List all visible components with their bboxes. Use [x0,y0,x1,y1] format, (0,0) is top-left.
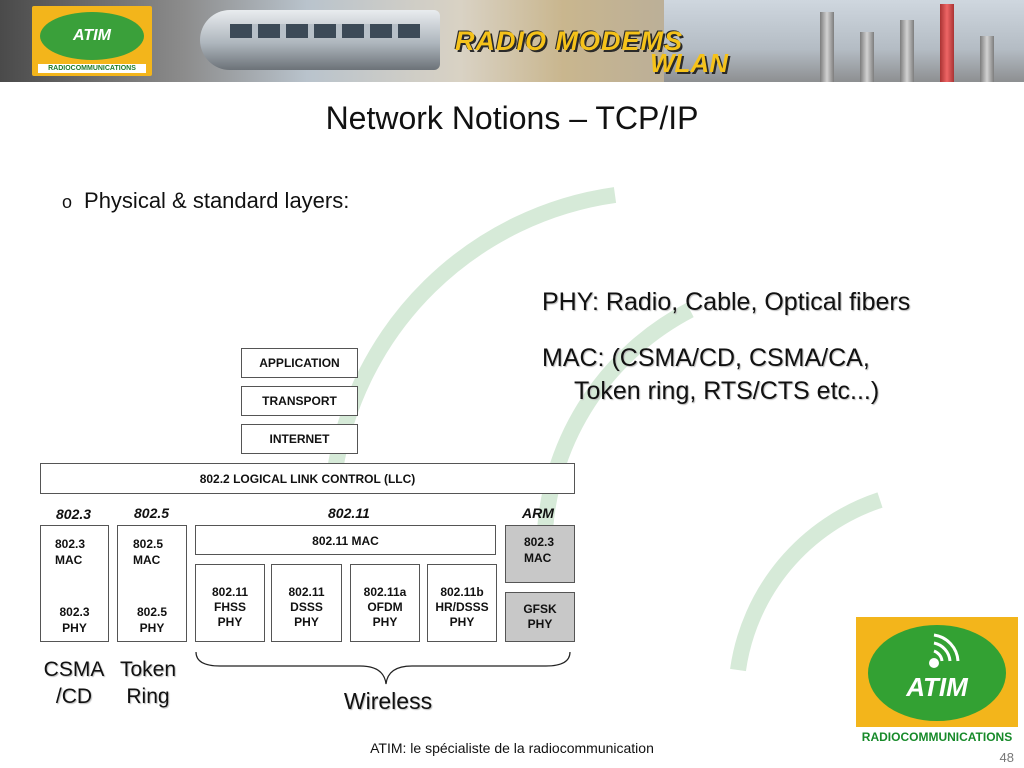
phy-hrdsss-line1: 802.11b [440,584,484,599]
phy-dsss-line2: DSSS [290,599,323,614]
arm-mac-box: 802.3 MAC [505,525,575,583]
col-8023-mac-line2: MAC [55,553,83,567]
column-label-8023: 802.3 [56,506,92,522]
radio-waves-icon [929,633,960,668]
mac-line-2: Token ring, RTS/CTS etc...) [574,377,880,405]
phy-hrdsss-line2: HR/DSSS [435,599,489,614]
bullet-item: o Physical & standard layers: [62,188,349,214]
page-number: 48 [999,750,1014,765]
col-8025-mac-line2: MAC [133,553,161,567]
label-csma-cd: CSMA /CD [36,656,112,710]
phy-ofdm-line1: 802.11a [363,584,407,599]
phy-80211-fhss: 802.11 FHSS PHY [195,564,265,642]
arm-phy-line1: GFSK [523,602,557,616]
label-token-line1: Token [119,658,177,681]
banner-chimney [940,4,954,82]
label-token-ring: Token Ring [114,656,182,710]
label-csma-line2: /CD [55,685,93,708]
phy-ofdm-line2: OFDM [367,599,403,614]
banner-industrial-sky [664,0,1024,82]
phy-80211a-ofdm: 802.11a OFDM PHY [350,564,420,642]
arm-mac: 802.3 MAC [524,534,554,566]
column-label-arm: ARM [522,505,554,521]
wireless-mac-box: 802.11 MAC [195,525,496,555]
banner-tower [900,20,914,82]
col-8025-mac: 802.5 MAC [133,536,163,568]
banner-title-wlan: WLAN [650,48,728,78]
phy-fhss-line3: PHY [217,614,243,629]
atim-logo-subtitle: RADIOCOMMUNICATIONS [856,727,1018,747]
arm-phy-line2: PHY [527,617,553,631]
banner-logo-text: ATIM [40,12,144,60]
bullet-text: Physical & standard layers: [84,188,350,213]
layer-internet: INTERNET [241,424,358,454]
col-8025-mac-line1: 802.5 [133,537,164,551]
banner-logo: ATIM RADIOCOMMUNICATIONS [32,6,152,76]
layer-application: APPLICATION [241,348,358,378]
footer-text: ATIM: le spécialiste de la radiocommunic… [370,740,654,756]
banner-title-radio-modems: RADIO MODEMS [455,26,683,56]
banner-tower [820,12,834,82]
header-banner: ATIM RADIOCOMMUNICATIONS RADIO MODEMS WL… [0,0,1024,82]
mac-line-1: MAC: (CSMA/CD, CSMA/CA, [542,344,870,372]
atim-logo-text: ATIM [906,672,968,702]
col-8025-phy-line2: PHY [139,621,165,635]
phy-fhss-line1: 802.11 [211,584,249,599]
col-8023-phy: 802.3 PHY [41,604,108,636]
arc-large [327,187,617,472]
column-label-8025: 802.5 [134,505,170,521]
column-8025-box: 802.5 MAC 802.5 PHY [117,525,187,642]
banner-tower [860,32,874,82]
column-8023-box: 802.3 MAC 802.3 PHY [40,525,109,642]
col-8025-phy: 802.5 PHY [118,604,186,636]
banner-tower [980,36,994,82]
bullet-marker: o [62,192,73,212]
col-8023-mac: 802.3 MAC [55,536,85,568]
slide-title: Network Notions – TCP/IP [325,100,699,136]
phy-hrdsss-line3: PHY [449,614,475,629]
phy-dsss-line1: 802.11 [288,584,325,599]
arm-mac-line1: 802.3 [524,535,555,549]
mac-description: MAC: (CSMA/CD, CSMA/CA, Token ring, RTS/… [542,342,962,408]
phy-80211-dsss: 802.11 DSSS PHY [271,564,342,642]
banner-logo-subtitle: RADIOCOMMUNICATIONS [38,64,146,73]
col-8023-mac-line1: 802.3 [55,537,86,551]
label-wireless: Wireless [343,688,433,714]
col-8023-phy-line1: 802.3 [59,605,90,619]
phy-ofdm-line3: PHY [372,614,398,629]
wireless-brace [195,651,571,685]
arm-mac-line2: MAC [524,551,552,565]
phy-dsss-line3: PHY [294,614,319,629]
atim-logo-ellipse: ATIM [868,625,1006,721]
layer-transport: TRANSPORT [241,386,358,416]
column-label-80211: 802.11 [328,505,370,521]
banner-train-image [200,10,440,70]
label-token-line2: Ring [126,685,170,708]
col-8023-phy-line2: PHY [62,621,87,635]
label-csma-line1: CSMA [43,658,105,681]
col-8025-phy-line1: 802.5 [136,605,168,619]
layer-llc: 802.2 LOGICAL LINK CONTROL (LLC) [40,463,575,494]
phy-fhss-line2: FHSS [213,599,246,614]
arm-phy-box: GFSK PHY [505,592,575,642]
atim-logo: ATIM RADIOCOMMUNICATIONS [856,617,1018,747]
phy-description: PHY: Radio, Cable, Optical fibers [542,288,911,316]
phy-80211b-hrdsss: 802.11b HR/DSSS PHY [427,564,497,642]
